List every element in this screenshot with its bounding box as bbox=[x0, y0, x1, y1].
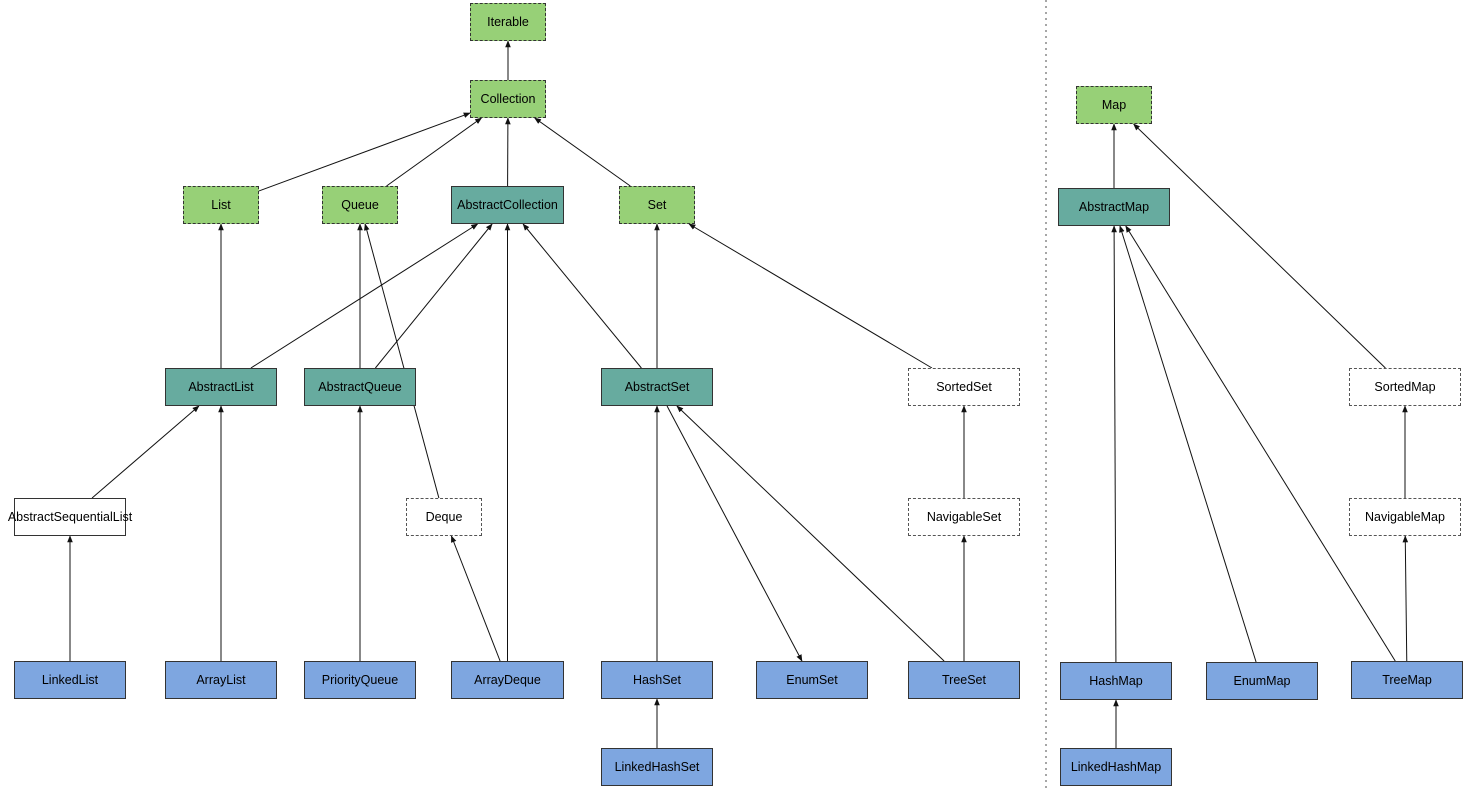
node-hash-map[interactable]: HashMap bbox=[1060, 662, 1172, 700]
edge-sorted-set-to-set bbox=[688, 223, 933, 369]
node-abstract-list[interactable]: AbstractList bbox=[165, 368, 277, 406]
edge-deque-to-queue bbox=[364, 223, 440, 499]
node-label: LinkedHashSet bbox=[614, 760, 700, 774]
node-abstract-set[interactable]: AbstractSet bbox=[601, 368, 713, 406]
node-label: Collection bbox=[480, 92, 536, 106]
node-hash-set[interactable]: HashSet bbox=[601, 661, 713, 699]
node-label: LinkedHashMap bbox=[1070, 760, 1162, 774]
node-label: AbstractSet bbox=[624, 380, 690, 394]
node-label: AbstractQueue bbox=[318, 380, 402, 394]
edge-hash-map-to-abstract-map bbox=[1111, 225, 1117, 663]
node-label: ArrayList bbox=[196, 673, 246, 687]
edge-abstract-set-to-abstract-collection bbox=[522, 223, 642, 369]
node-label: AbstractCollection bbox=[457, 198, 558, 212]
edge-tree-map-to-abstract-map bbox=[1125, 225, 1396, 662]
node-label: Map bbox=[1101, 98, 1127, 112]
node-abstract-map[interactable]: AbstractMap bbox=[1058, 188, 1170, 226]
node-enum-map[interactable]: EnumMap bbox=[1206, 662, 1318, 700]
edge-abstract-sequential-list-to-abstract-list bbox=[91, 405, 200, 499]
node-navigable-set[interactable]: NavigableSet bbox=[908, 498, 1020, 536]
node-priority-queue[interactable]: PriorityQueue bbox=[304, 661, 416, 699]
edge-abstract-list-to-abstract-collection bbox=[250, 223, 479, 369]
node-array-deque[interactable]: ArrayDeque bbox=[451, 661, 564, 699]
node-label: HashMap bbox=[1089, 674, 1143, 688]
inheritance-edges bbox=[67, 40, 1409, 748]
node-label: LinkedList bbox=[41, 673, 99, 687]
node-label: EnumMap bbox=[1233, 674, 1291, 688]
node-deque[interactable]: Deque bbox=[406, 498, 482, 536]
node-queue[interactable]: Queue bbox=[322, 186, 398, 224]
edge-queue-to-collection bbox=[386, 117, 483, 187]
node-label: PriorityQueue bbox=[321, 673, 399, 687]
node-set[interactable]: Set bbox=[619, 186, 695, 224]
node-collection[interactable]: Collection bbox=[470, 80, 546, 118]
node-label: TreeSet bbox=[941, 673, 986, 687]
node-label: ArrayDeque bbox=[474, 673, 541, 687]
node-label: Set bbox=[647, 198, 667, 212]
node-label: TreeMap bbox=[1382, 673, 1432, 687]
edge-enum-map-to-abstract-map bbox=[1119, 225, 1257, 663]
node-abstract-sequential-list[interactable]: AbstractSequentialList bbox=[8, 498, 132, 536]
edge-abstract-queue-to-abstract-collection bbox=[375, 223, 493, 369]
node-label: EnumSet bbox=[786, 673, 838, 687]
node-linked-hash-set[interactable]: LinkedHashSet bbox=[601, 748, 713, 786]
node-abstract-collection[interactable]: AbstractCollection bbox=[451, 186, 564, 224]
node-label: AbstractSequentialList bbox=[7, 510, 133, 524]
node-map[interactable]: Map bbox=[1076, 86, 1152, 124]
edge-list-to-collection bbox=[258, 112, 471, 192]
node-tree-map[interactable]: TreeMap bbox=[1351, 661, 1463, 699]
node-label: Deque bbox=[425, 510, 463, 524]
node-label: SortedMap bbox=[1374, 380, 1436, 394]
node-label: List bbox=[211, 198, 231, 212]
node-navigable-map[interactable]: NavigableMap bbox=[1349, 498, 1461, 536]
node-label: NavigableMap bbox=[1365, 510, 1445, 524]
node-tree-set[interactable]: TreeSet bbox=[908, 661, 1020, 699]
node-linked-hash-map[interactable]: LinkedHashMap bbox=[1060, 748, 1172, 786]
node-enum-set[interactable]: EnumSet bbox=[756, 661, 868, 699]
node-linked-list[interactable]: LinkedList bbox=[14, 661, 126, 699]
edge-array-deque-to-deque bbox=[450, 535, 501, 662]
node-abstract-queue[interactable]: AbstractQueue bbox=[304, 368, 416, 406]
node-sorted-set[interactable]: SortedSet bbox=[908, 368, 1020, 406]
edge-tree-map-to-navigable-map bbox=[1402, 535, 1409, 662]
node-label: HashSet bbox=[633, 673, 681, 687]
node-list[interactable]: List bbox=[183, 186, 259, 224]
node-label: AbstractList bbox=[188, 380, 254, 394]
edge-abstract-set-to-enum-set bbox=[666, 405, 803, 662]
node-iterable[interactable]: Iterable bbox=[470, 3, 546, 41]
node-sorted-map[interactable]: SortedMap bbox=[1349, 368, 1461, 406]
node-array-list[interactable]: ArrayList bbox=[165, 661, 277, 699]
node-label: AbstractMap bbox=[1078, 200, 1150, 214]
node-label: Queue bbox=[341, 198, 379, 212]
edge-tree-set-to-abstract-set bbox=[676, 405, 945, 662]
node-label: NavigableSet bbox=[926, 510, 1002, 524]
edge-sorted-map-to-map bbox=[1133, 123, 1386, 369]
edge-set-to-collection bbox=[534, 117, 631, 187]
node-label: Iterable bbox=[487, 15, 529, 29]
node-label: SortedSet bbox=[936, 380, 992, 394]
